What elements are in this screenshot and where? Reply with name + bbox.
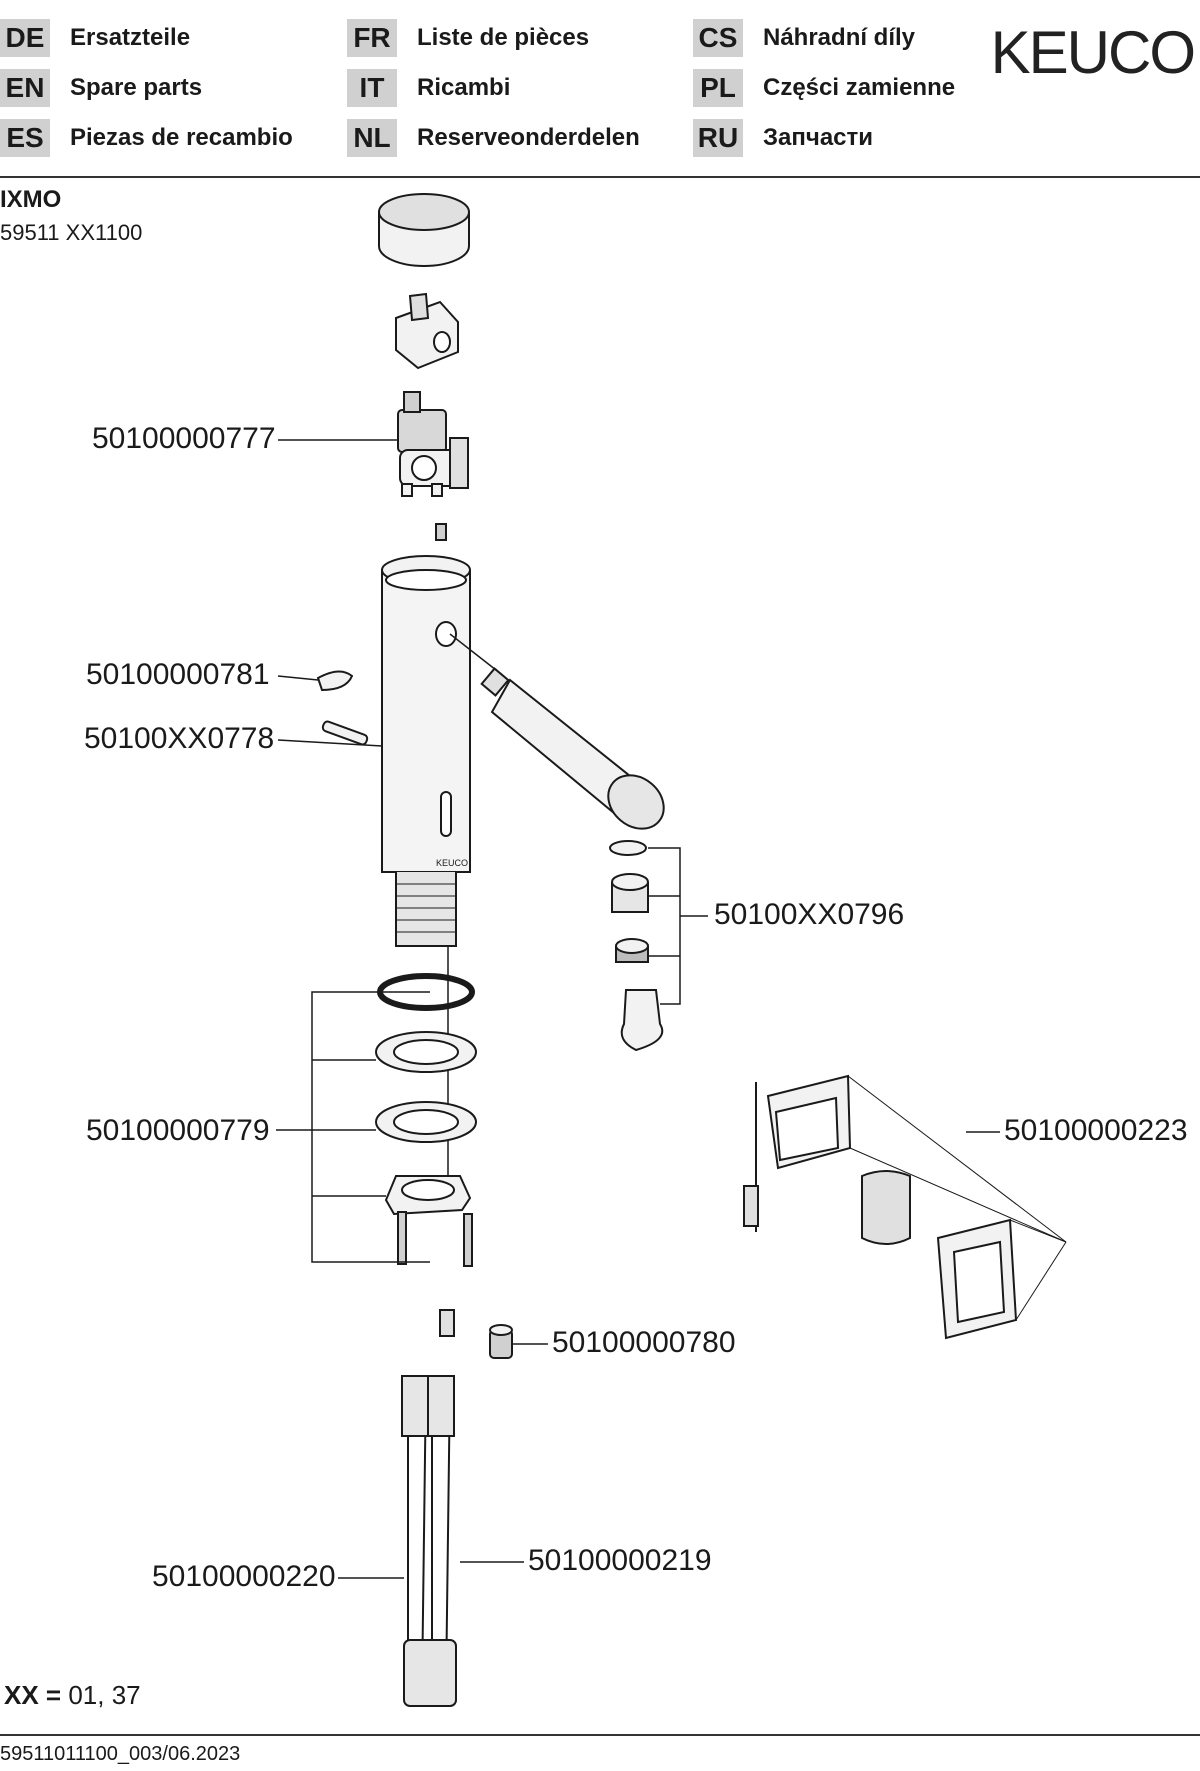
document-id: 59511011100_003/06.2023 [0, 1743, 241, 1765]
lang-ru: RU Запчасти [693, 118, 873, 158]
faucet-body-part: KEUCO [381, 555, 471, 1196]
brand-logo: KEUCO [990, 19, 1196, 86]
lang-de: DE Ersatzteile [0, 18, 190, 58]
lang-label: Náhradní díly [763, 24, 916, 51]
valve-housing-part [395, 292, 459, 370]
spout-part [480, 667, 665, 830]
part-number-label: 50100XX0796 [714, 898, 905, 931]
part-number-label: 50100000223 [1004, 1114, 1188, 1147]
aerator-group [609, 840, 664, 1052]
lang-code: FR [347, 19, 397, 57]
lang-code: RU [693, 119, 743, 157]
clip-part [316, 670, 354, 692]
solenoid-valve-part [397, 391, 469, 497]
lang-code: IT [347, 69, 397, 107]
variant-note: XX = 01, 37 [4, 1680, 141, 1711]
part-number-label: 50100000779 [86, 1114, 270, 1147]
part-number-label: 50100000780 [552, 1326, 736, 1359]
lang-label: Запчасти [763, 124, 874, 151]
electronic-box-part [743, 1074, 1018, 1340]
variant-key: XX = [4, 1680, 62, 1710]
lang-cs: CS Náhradní díly [693, 18, 915, 58]
lang-label: Części zamienne [763, 74, 956, 101]
lang-en: EN Spare parts [0, 68, 202, 108]
lang-label: Ersatzteile [70, 24, 191, 51]
top-cap-part [378, 193, 470, 267]
lang-code: DE [0, 19, 50, 57]
lang-code: ES [0, 119, 50, 157]
lang-code: PL [693, 69, 743, 107]
lang-label: Piezas de recambio [70, 124, 293, 151]
small-plug-part [489, 1324, 513, 1359]
part-number-label: 50100000220 [152, 1560, 336, 1593]
hoses-part [401, 1375, 457, 1707]
leader-lines [276, 439, 1000, 1579]
lang-label: Liste de pièces [417, 24, 590, 51]
box-connector-lines [847, 1075, 1067, 1321]
product-name: IXMO [0, 186, 62, 213]
body-brand-mark: KEUCO [436, 858, 468, 868]
header-divider [0, 176, 1200, 178]
seal-set-part [375, 973, 477, 1337]
lang-label: Reserveonderdelen [417, 124, 640, 151]
lang-es: ES Piezas de recambio [0, 118, 293, 158]
lang-code: CS [693, 19, 743, 57]
language-legend: DE Ersatzteile EN Spare parts ES Piezas … [0, 18, 980, 178]
small-screw-part [435, 523, 447, 541]
part-number-label: 50100000777 [92, 422, 276, 455]
lang-nl: NL Reserveonderdelen [347, 118, 640, 158]
lang-label: Ricambi [417, 74, 511, 101]
pin-part [321, 720, 369, 746]
footer-divider [0, 1734, 1200, 1736]
part-number-label: 50100XX0778 [84, 722, 275, 755]
part-number-label: 50100000219 [528, 1544, 712, 1577]
lang-it: IT Ricambi [347, 68, 510, 108]
variant-value: 01, 37 [68, 1680, 141, 1710]
lang-pl: PL Części zamienne [693, 68, 955, 108]
product-model: 59511 XX1100 [0, 220, 143, 245]
lang-fr: FR Liste de pièces [347, 18, 589, 58]
lang-code: EN [0, 69, 50, 107]
lang-code: NL [347, 119, 397, 157]
lang-label: Spare parts [70, 74, 203, 101]
part-number-label: 50100000781 [86, 658, 270, 691]
